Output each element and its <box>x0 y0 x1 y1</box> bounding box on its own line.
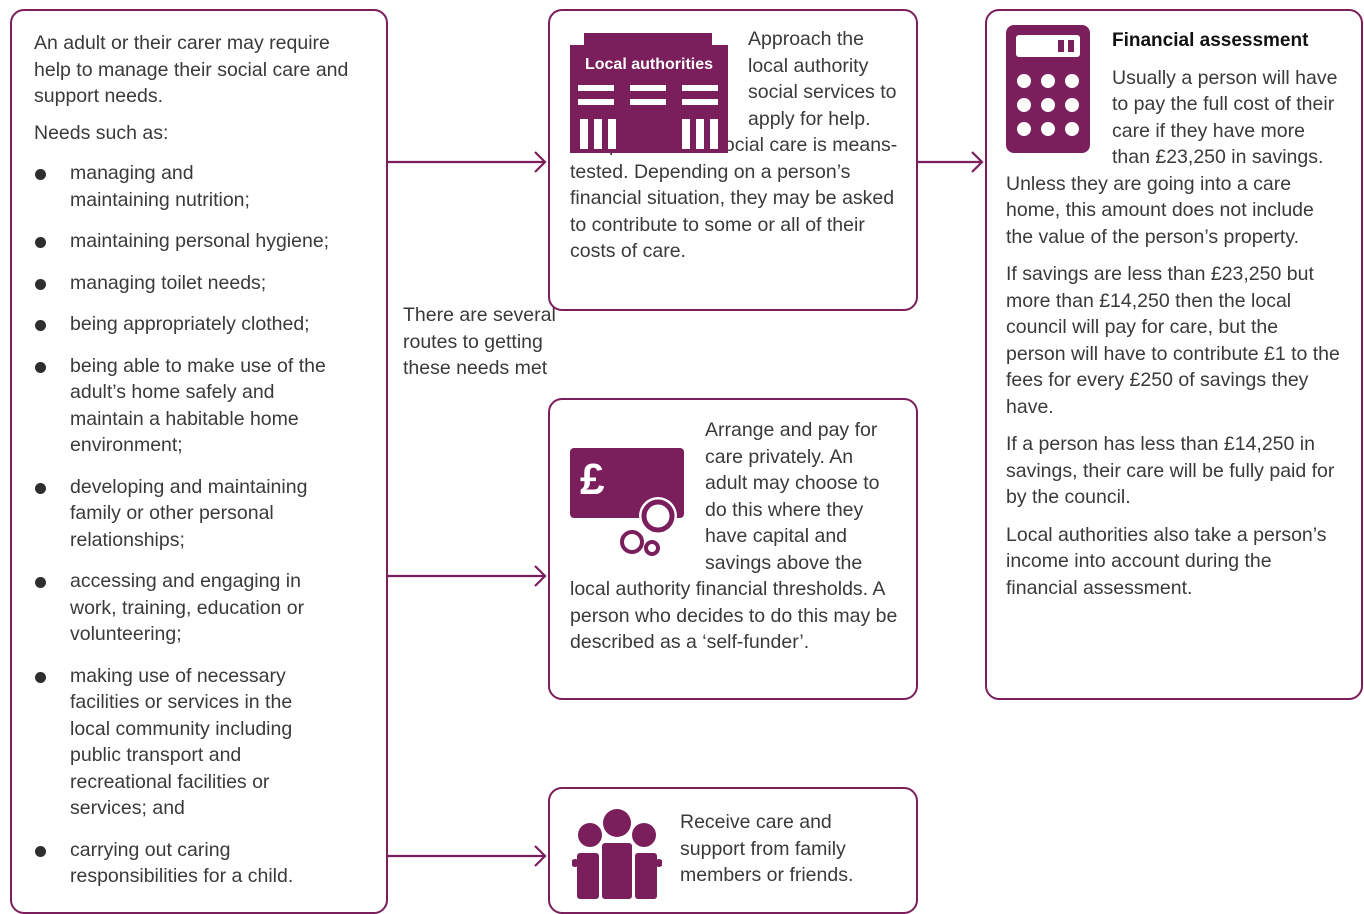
needs-intro: An adult or their carer may require help… <box>34 32 349 107</box>
financial-assessment-para-3: If a person has less than £14,250 in sav… <box>1006 433 1335 508</box>
routes-label: There are several routes to getting thes… <box>403 304 556 379</box>
financial-assessment-title: Financial assessment <box>1112 30 1309 51</box>
financial-assessment-para-1: Usually a person will have to pay the fu… <box>1006 66 1338 248</box>
bullet-icon <box>35 361 46 373</box>
arrow-to-family <box>388 845 547 867</box>
building-icon: Local authorities <box>570 33 728 153</box>
financial-assessment-para-4: Local authorities also take a person’s i… <box>1006 523 1327 599</box>
svg-text:£: £ <box>580 455 605 504</box>
need-item: managing toilet needs; <box>34 270 366 297</box>
bullet-icon <box>35 577 46 588</box>
bullet-icon <box>35 169 46 180</box>
bullet-icon <box>35 845 46 857</box>
needs-heading: Needs such as: <box>34 121 169 144</box>
needs-box: An adult or their carer may require help… <box>10 9 388 914</box>
need-item: maintaining personal hygiene; <box>34 228 366 255</box>
building-icon-label: Local authorities <box>585 56 713 73</box>
needs-list: managing and maintaining nutrition; main… <box>34 160 366 890</box>
financial-assessment-box: Financial assessment Usually a person wi… <box>985 9 1363 700</box>
need-item: accessing and engaging in work, training… <box>34 568 350 648</box>
bullet-icon <box>35 671 46 683</box>
bullet-icon <box>35 320 46 331</box>
need-item: being appropriately clothed; <box>34 311 366 338</box>
family-text: Receive care and support from family mem… <box>680 811 854 886</box>
local-authority-box: Local authorities Approach the local aut… <box>548 9 918 311</box>
financial-assessment-para-2: If savings are less than £23,250 but mor… <box>1006 263 1340 418</box>
local-authority-approach-text: Approach the local authority social serv… <box>748 28 897 130</box>
family-box: Receive care and support from family mem… <box>548 787 918 914</box>
private-pay-box: £ Arrange and pay for care privately. An… <box>548 398 918 700</box>
bullet-icon <box>35 278 46 290</box>
pound-card-coins-icon: £ <box>570 448 684 556</box>
bullet-icon <box>35 482 46 494</box>
private-pay-text: Arrange and pay for care privately. An a… <box>570 419 898 653</box>
need-item: being able to make use of the adult’s ho… <box>34 353 330 459</box>
bullet-icon <box>35 237 46 248</box>
arrow-to-local-authority <box>388 151 547 173</box>
local-authority-means-tested-text: The provision of social care is means-te… <box>570 134 898 262</box>
need-item: managing and maintaining nutrition; <box>34 160 250 213</box>
arrow-to-financial-assessment <box>918 151 984 173</box>
arrow-to-private-pay <box>388 565 547 587</box>
need-item: carrying out caring responsibilities for… <box>34 837 360 890</box>
calculator-icon <box>1006 25 1090 153</box>
need-item: making use of necessary facilities or se… <box>34 663 330 822</box>
family-group-icon <box>572 809 662 899</box>
need-item: developing and maintaining family or oth… <box>34 474 345 554</box>
